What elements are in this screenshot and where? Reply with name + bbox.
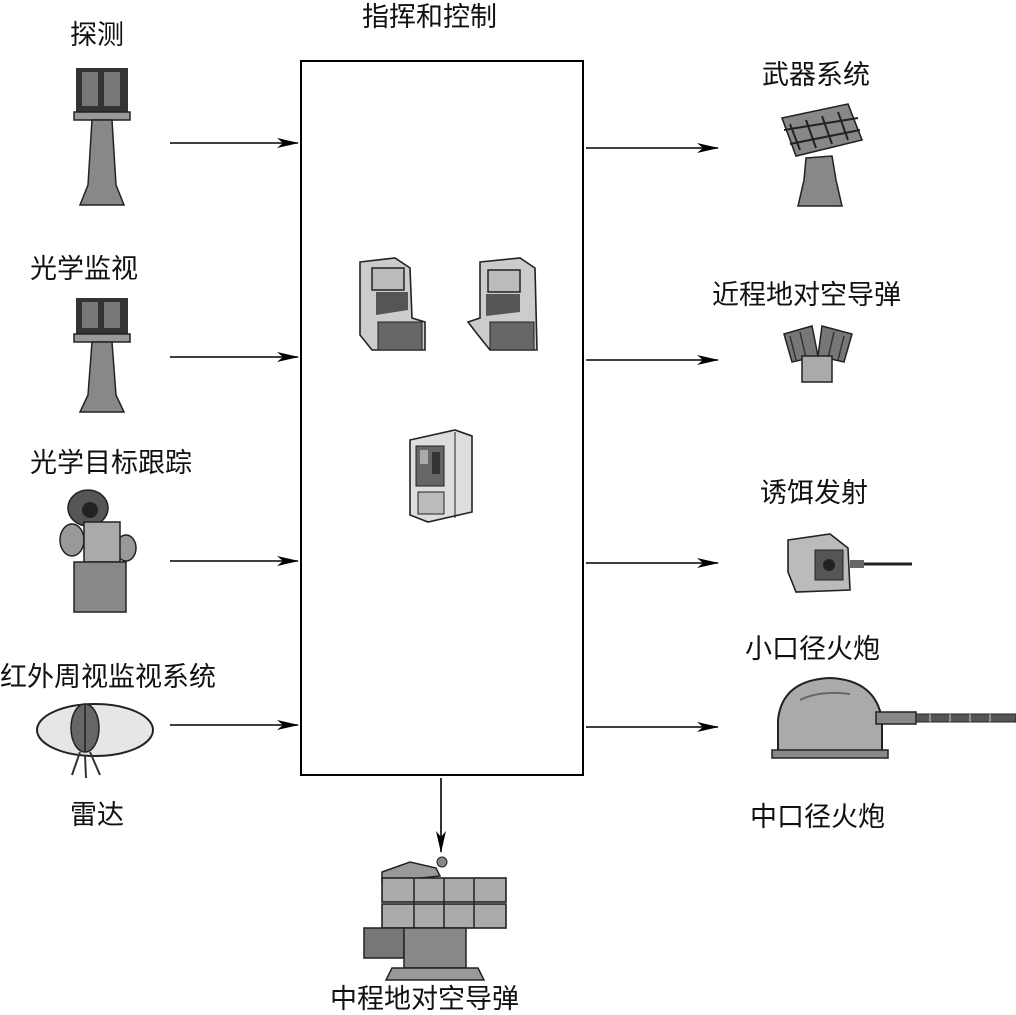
input-label-infrared-system: 红外周视监视系统	[0, 662, 216, 693]
decoy-launcher-icon	[787, 533, 912, 593]
command-control-box	[300, 60, 584, 776]
weapon-launcher-icon	[780, 103, 864, 207]
command-control-title: 指挥和控制	[362, 2, 497, 33]
input-label-radar: 雷达	[70, 800, 124, 831]
optical-tower-icon	[73, 298, 131, 413]
output-label-short-range-sam: 近程地对空导弹	[712, 280, 901, 311]
cabinet-icon	[409, 429, 473, 523]
radar-tower-icon	[73, 68, 131, 206]
medium-range-sam-icon	[363, 856, 507, 981]
output-label-medium-caliber-gun: 中口径火炮	[750, 802, 885, 833]
input-label-detection: 探测	[70, 20, 124, 51]
input-label-optical-surveillance: 光学监视	[30, 254, 138, 285]
bottom-label-medium-range-sam: 中程地对空导弹	[330, 984, 519, 1015]
output-label-weapon-system: 武器系统	[762, 60, 870, 91]
input-label-optical-tracking: 光学目标跟踪	[30, 448, 192, 479]
console-right-icon	[466, 257, 538, 351]
infrared-dome-icon	[36, 703, 154, 779]
small-caliber-gun-icon	[771, 676, 1016, 759]
output-label-decoy-launch: 诱饵发射	[760, 478, 868, 509]
short-range-sam-icon	[783, 325, 853, 383]
output-label-small-caliber-gun: 小口径火炮	[745, 634, 880, 665]
optical-tracker-icon	[59, 489, 137, 613]
console-left-icon	[359, 257, 426, 351]
